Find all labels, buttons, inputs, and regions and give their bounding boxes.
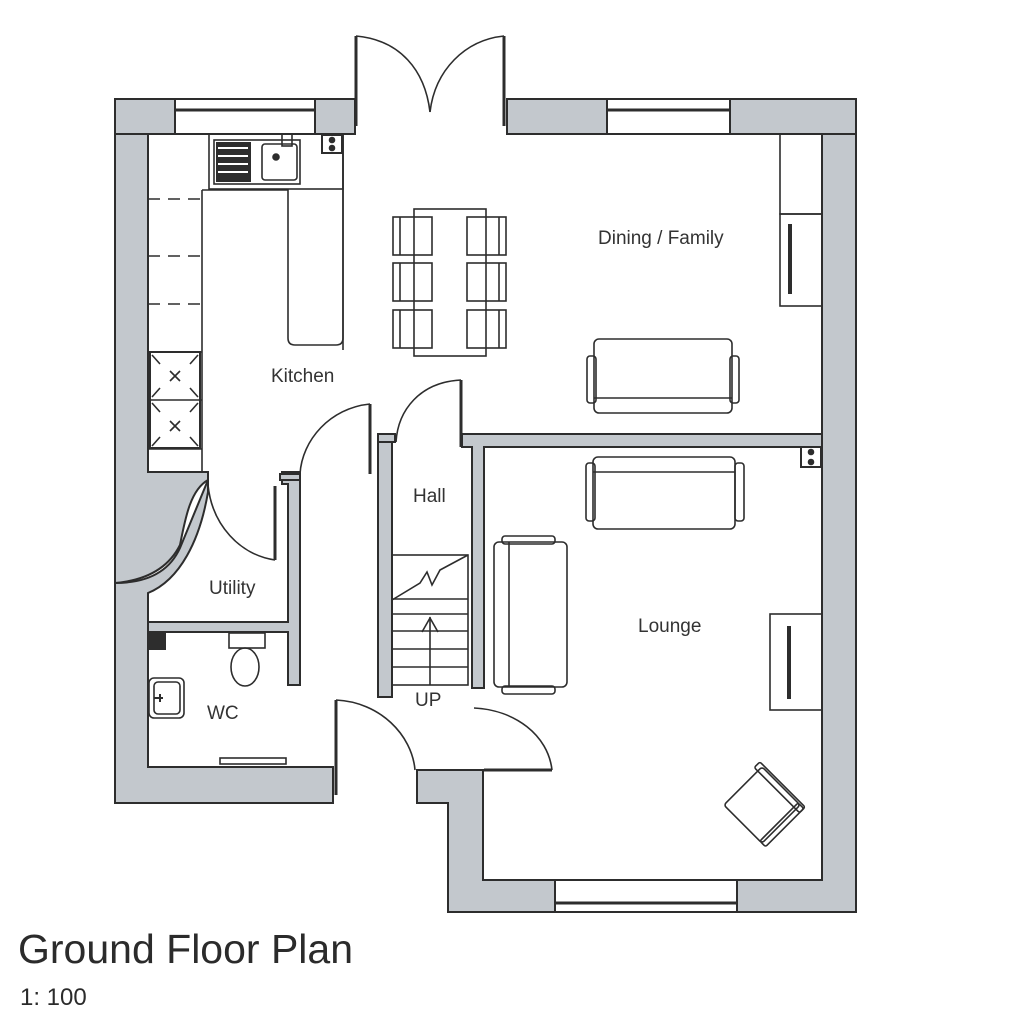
plan-title: Ground Floor Plan (18, 926, 354, 972)
front-door (334, 699, 416, 795)
room-label-kitchen: Kitchen (271, 366, 335, 387)
kitchen-sink-icon (213, 133, 301, 185)
stairs-up-label: UP (415, 690, 442, 711)
radiator-icon (149, 633, 166, 650)
lounge-door (473, 707, 553, 772)
room-label-utility: Utility (209, 578, 256, 599)
wc-window (219, 757, 287, 765)
tv-unit-icon (769, 613, 823, 711)
socket-icon (321, 134, 343, 154)
french-doors (354, 35, 506, 126)
sofa-icon (586, 338, 740, 414)
kitchen-door (299, 403, 372, 475)
dining-table-icon (392, 208, 507, 357)
sofa-icon (585, 456, 745, 530)
sofa-icon (493, 535, 568, 695)
tv-unit-icon (779, 133, 823, 307)
windows (174, 98, 738, 913)
armchair-icon (724, 761, 806, 847)
plan-scale: 1: 100 (20, 984, 87, 1011)
hall-door (395, 379, 463, 447)
utility-door (207, 484, 277, 561)
walls (114, 98, 857, 913)
room-label-dining: Dining / Family (598, 228, 724, 249)
toilet-icon (228, 632, 266, 687)
socket-icon (800, 446, 822, 468)
room-label-wc: WC (207, 703, 239, 724)
room-label-lounge: Lounge (638, 616, 702, 637)
stairs (391, 554, 469, 686)
basin-icon (148, 677, 185, 719)
hob-icon (149, 351, 201, 449)
room-label-hall: Hall (413, 486, 446, 507)
